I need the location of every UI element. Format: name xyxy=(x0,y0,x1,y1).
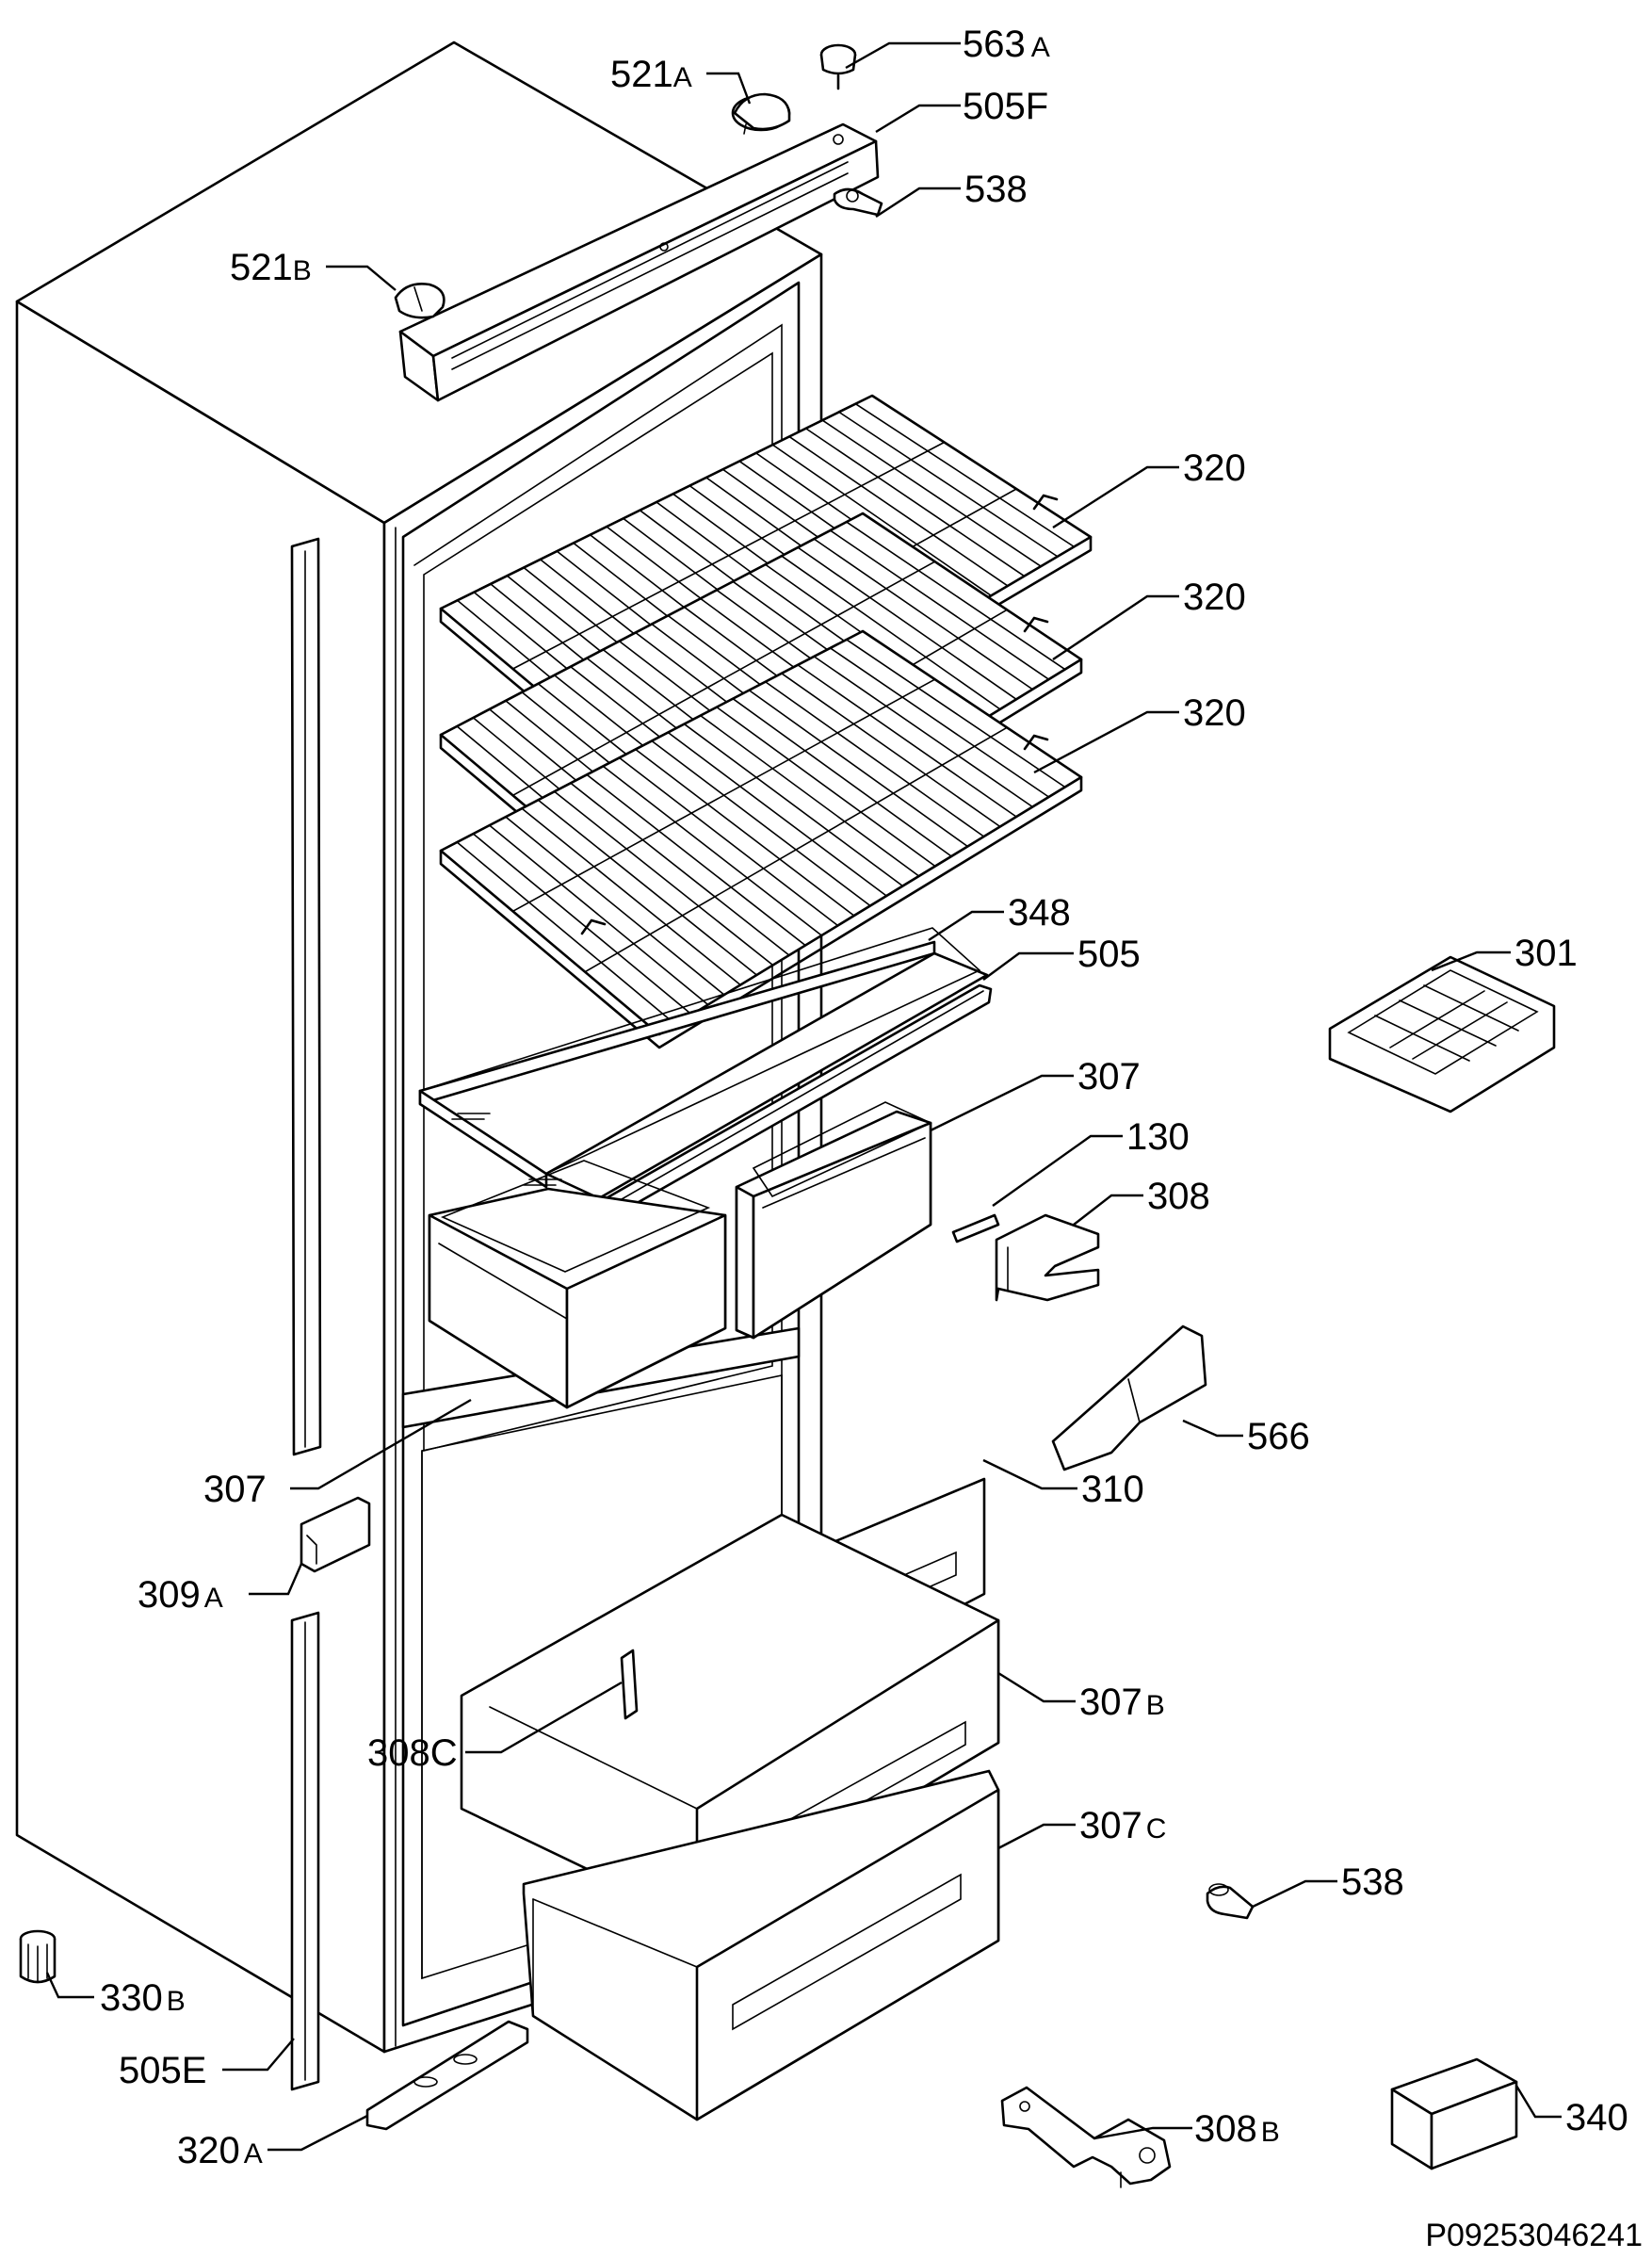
scraper-566 xyxy=(1051,1325,1207,1471)
crisper-drawer-right xyxy=(735,1101,932,1340)
label-538-top: 538 xyxy=(964,169,1028,210)
bottom-hinge-308b xyxy=(1000,2086,1172,2188)
label-308c: 308C xyxy=(367,1732,458,1774)
label-505f: 505F xyxy=(963,86,1048,127)
hinge-bracket-308 xyxy=(995,1213,1100,1302)
wire-shelf-320 xyxy=(439,629,1083,1049)
door-seal-505e xyxy=(290,537,322,2091)
label-307-left: 307 xyxy=(203,1469,267,1510)
label-301: 301 xyxy=(1514,933,1578,974)
label-348: 348 xyxy=(1008,892,1071,934)
screw-563a xyxy=(819,43,857,90)
label-340: 340 xyxy=(1565,2097,1628,2138)
hinge-cap-521b xyxy=(394,283,445,319)
hinge-pin-538-top xyxy=(833,187,883,217)
glass-shelf-348 xyxy=(418,927,989,1200)
accessory-box-340 xyxy=(1390,2057,1518,2170)
label-307-top: 307 xyxy=(1077,1056,1141,1097)
ice-cube-tray-301 xyxy=(1328,955,1556,1113)
label-308: 308 xyxy=(1147,1176,1210,1217)
label-505: 505 xyxy=(1077,934,1141,975)
label-521a: 521A xyxy=(610,54,692,95)
freezer-drawer-307c xyxy=(522,1769,1000,2121)
label-566: 566 xyxy=(1247,1416,1310,1457)
label-320-shelf-1: 320 xyxy=(1183,447,1246,489)
leader-lines xyxy=(45,41,1562,2152)
crisper-drawer-left xyxy=(428,1160,727,1409)
top-hinge-bar-505f xyxy=(398,122,880,402)
bracket-130 xyxy=(951,1213,1000,1243)
drawing-number: P09253046241 xyxy=(1425,2218,1643,2253)
label-538-bottom: 538 xyxy=(1341,1861,1404,1903)
label-521b: 521B xyxy=(230,247,312,288)
label-320-shelf-3: 320 xyxy=(1183,692,1246,734)
label-320-shelf-2: 320 xyxy=(1183,577,1246,618)
leveling-foot-330b xyxy=(19,1929,57,1984)
hinge-bracket-320a xyxy=(365,2020,529,2131)
hinge-pin-538-bottom xyxy=(1206,1883,1255,1920)
hinge-cap-521a xyxy=(731,92,791,135)
label-310: 310 xyxy=(1081,1469,1144,1510)
wire-shelves xyxy=(439,394,1093,1049)
label-505e: 505E xyxy=(119,2050,206,2091)
label-130: 130 xyxy=(1126,1116,1190,1158)
